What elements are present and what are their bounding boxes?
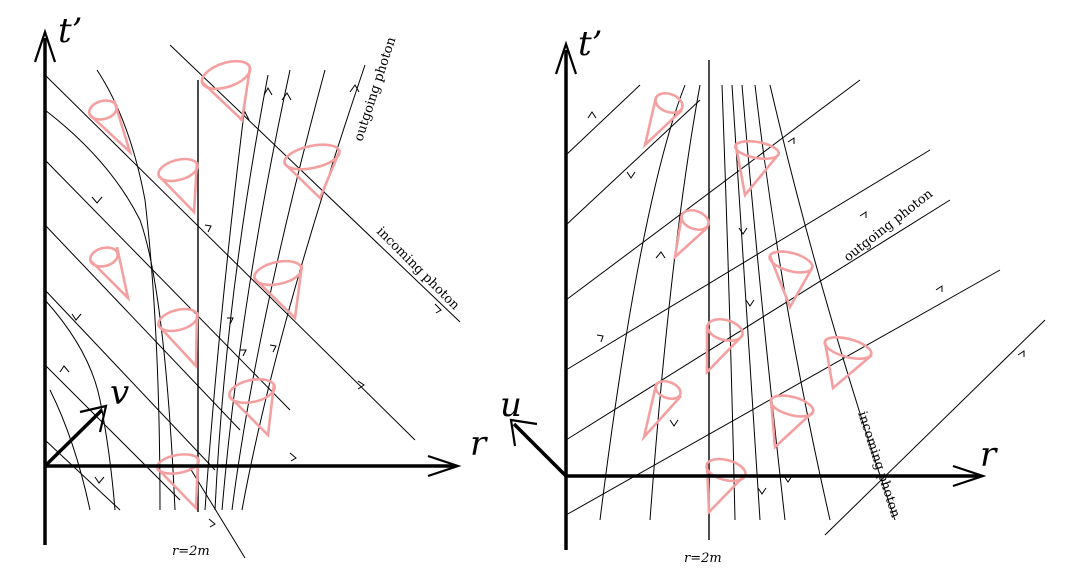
light-cone	[705, 457, 747, 516]
right-light-cones	[641, 91, 873, 516]
light-cone	[157, 307, 199, 370]
right-panel: t’ r u r=2m outgoing photon incoming pho…	[500, 24, 1046, 566]
light-cone	[87, 99, 133, 157]
light-cone	[253, 259, 304, 321]
right-space-axis-label: r	[980, 435, 998, 475]
light-cone	[157, 157, 199, 216]
light-cone	[769, 394, 815, 450]
right-incoming-photon-label: incoming photon	[854, 410, 903, 521]
light-cone	[200, 59, 252, 123]
right-horizon-label: r=2m	[684, 551, 722, 566]
light-cone	[642, 91, 684, 149]
left-null-axis-label: v	[110, 373, 129, 413]
left-incoming-photon-label: incoming photon	[373, 224, 462, 313]
left-inner-worldlines	[44, 69, 176, 511]
light-cone	[823, 336, 873, 391]
right-outgoing-photon-lines	[565, 79, 1046, 536]
left-outgoing-photon-label: outgoing photon	[352, 35, 400, 143]
light-cone	[228, 377, 276, 438]
light-cone	[283, 143, 342, 201]
left-horizon-label: r=2m	[172, 544, 210, 559]
left-time-axis-label: t’	[58, 11, 82, 51]
left-panel: t’ r v r=2m outgoing photon incoming pho…	[33, 11, 488, 559]
left-incoming-photon-lines	[44, 44, 461, 559]
right-outgoing-photon-label: outgoing photon	[841, 186, 936, 265]
left-space-axis-label: r	[470, 424, 488, 464]
light-cone	[155, 453, 201, 512]
light-cone	[88, 246, 131, 303]
left-axes	[33, 28, 462, 545]
light-cone	[705, 317, 744, 376]
right-null-axis-label: u	[500, 385, 522, 425]
right-flow-arrows	[587, 111, 1025, 495]
left-light-cones	[87, 59, 342, 512]
light-cone	[768, 250, 814, 311]
light-cone	[733, 139, 781, 198]
light-cone	[673, 208, 710, 261]
light-cone	[641, 379, 682, 442]
right-axes	[509, 40, 987, 550]
left-outer-worldlines	[204, 64, 366, 511]
left-flow-arrows	[59, 84, 442, 528]
right-time-axis-label: t’	[578, 24, 602, 64]
